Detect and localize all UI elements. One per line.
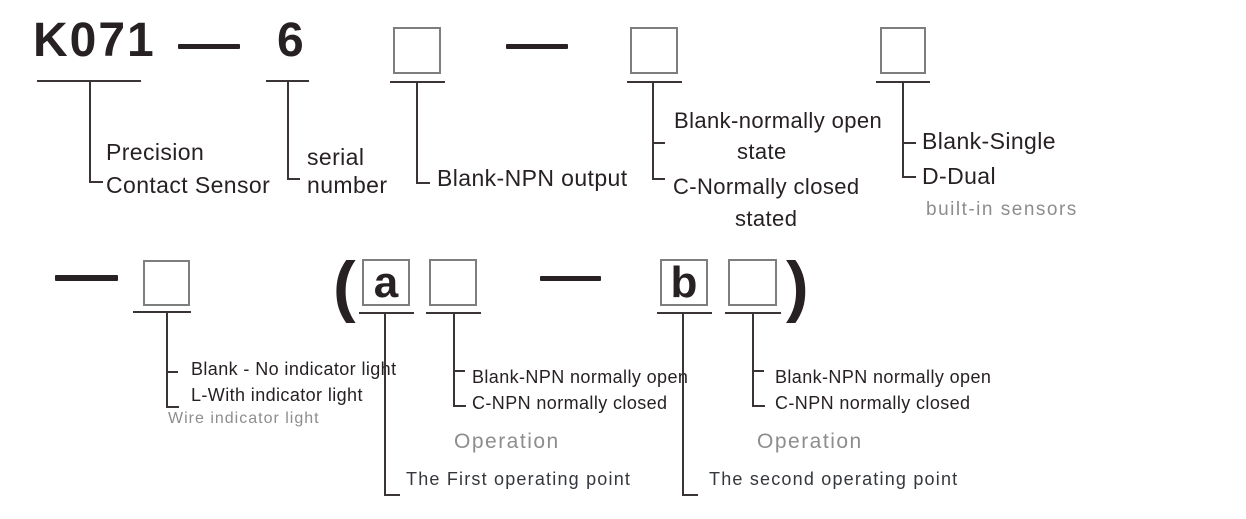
serial-desc-line1: serial bbox=[307, 144, 365, 170]
point-a-code-box: a bbox=[362, 259, 410, 306]
contact-state-option-closed-line1: C-Normally closed bbox=[673, 174, 860, 199]
point-a-underline bbox=[359, 312, 414, 314]
point-b-underline bbox=[657, 312, 712, 314]
indicator-option-blank: Blank - No indicator light bbox=[191, 359, 397, 379]
dash-separator-3 bbox=[55, 275, 118, 281]
model-connector-line bbox=[89, 80, 91, 183]
operation-a-foot-c bbox=[453, 405, 466, 407]
operation-b-tick-blank bbox=[752, 370, 764, 372]
point-a-letter: a bbox=[373, 257, 399, 307]
contact-state-foot-closed bbox=[652, 178, 665, 180]
model-connector-foot bbox=[89, 181, 103, 183]
dash-separator-2 bbox=[506, 44, 568, 49]
operation-b-option-blank: Blank-NPN normally open bbox=[775, 367, 992, 387]
serial-connector-foot bbox=[287, 178, 300, 180]
operation-a-code-box bbox=[429, 259, 477, 306]
indicator-foot-l bbox=[166, 406, 179, 408]
close-paren: ) bbox=[786, 248, 809, 324]
operation-a-tick-blank bbox=[453, 370, 465, 372]
point-b-note: The second operating point bbox=[709, 469, 959, 489]
contact-state-option-closed-line2: stated bbox=[735, 206, 798, 231]
contact-state-underline bbox=[627, 81, 682, 83]
open-paren: ( bbox=[333, 248, 356, 324]
model-desc-line1: Precision bbox=[106, 139, 205, 165]
built-in-option-single: Blank-Single bbox=[922, 128, 1056, 154]
operation-a-category-label: Operation bbox=[454, 430, 560, 453]
output-code-box bbox=[393, 27, 441, 74]
operation-a-option-blank: Blank-NPN normally open bbox=[472, 367, 689, 387]
point-b-code-box: b bbox=[660, 259, 708, 306]
built-in-option-dual: D-Dual bbox=[922, 163, 996, 189]
operation-b-category-label: Operation bbox=[757, 430, 863, 453]
point-b-connector-foot bbox=[682, 494, 698, 496]
serial-connector-line bbox=[287, 80, 289, 180]
serial-code: 6 bbox=[277, 14, 306, 67]
built-in-foot-dual bbox=[902, 176, 916, 178]
built-in-connector-line bbox=[902, 81, 904, 178]
indicator-tick-blank bbox=[166, 371, 178, 373]
point-b-letter: b bbox=[670, 257, 698, 307]
output-connector-line bbox=[416, 81, 418, 184]
indicator-connector-line bbox=[166, 311, 168, 408]
point-a-connector-foot bbox=[384, 494, 400, 496]
built-in-code-box bbox=[880, 27, 926, 74]
contact-state-option-open-line2: state bbox=[737, 139, 787, 164]
contact-state-code-box bbox=[630, 27, 678, 74]
point-a-connector-line bbox=[384, 312, 386, 496]
model-desc-line2: Contact Sensor bbox=[106, 172, 271, 198]
point-a-note: The First operating point bbox=[406, 469, 632, 489]
operation-b-option-c: C-NPN normally closed bbox=[775, 393, 971, 413]
indicator-code-box bbox=[143, 260, 190, 306]
built-in-tick-single bbox=[902, 142, 916, 144]
contact-state-option-open-line1: Blank-normally open bbox=[674, 108, 883, 133]
operation-b-connector-line bbox=[752, 312, 754, 407]
contact-state-tick-open bbox=[652, 142, 665, 144]
indicator-category-label: Wire indicator light bbox=[168, 410, 320, 427]
operation-b-foot-c bbox=[752, 405, 765, 407]
operation-a-option-c: C-NPN normally closed bbox=[472, 393, 668, 413]
output-connector-foot bbox=[416, 182, 430, 184]
dash-separator-4 bbox=[540, 276, 601, 281]
output-option-blank: Blank-NPN output bbox=[437, 165, 628, 191]
serial-desc-line2: number bbox=[307, 172, 388, 198]
model-code: K071 bbox=[33, 14, 156, 67]
operation-a-connector-line bbox=[453, 312, 455, 407]
dash-separator-1 bbox=[178, 44, 240, 49]
point-b-connector-line bbox=[682, 312, 684, 496]
contact-state-connector-line bbox=[652, 81, 654, 180]
indicator-underline bbox=[133, 311, 191, 313]
indicator-option-l: L-With indicator light bbox=[191, 385, 363, 405]
operation-b-code-box bbox=[728, 259, 777, 306]
built-in-category-label: built-in sensors bbox=[926, 199, 1078, 220]
